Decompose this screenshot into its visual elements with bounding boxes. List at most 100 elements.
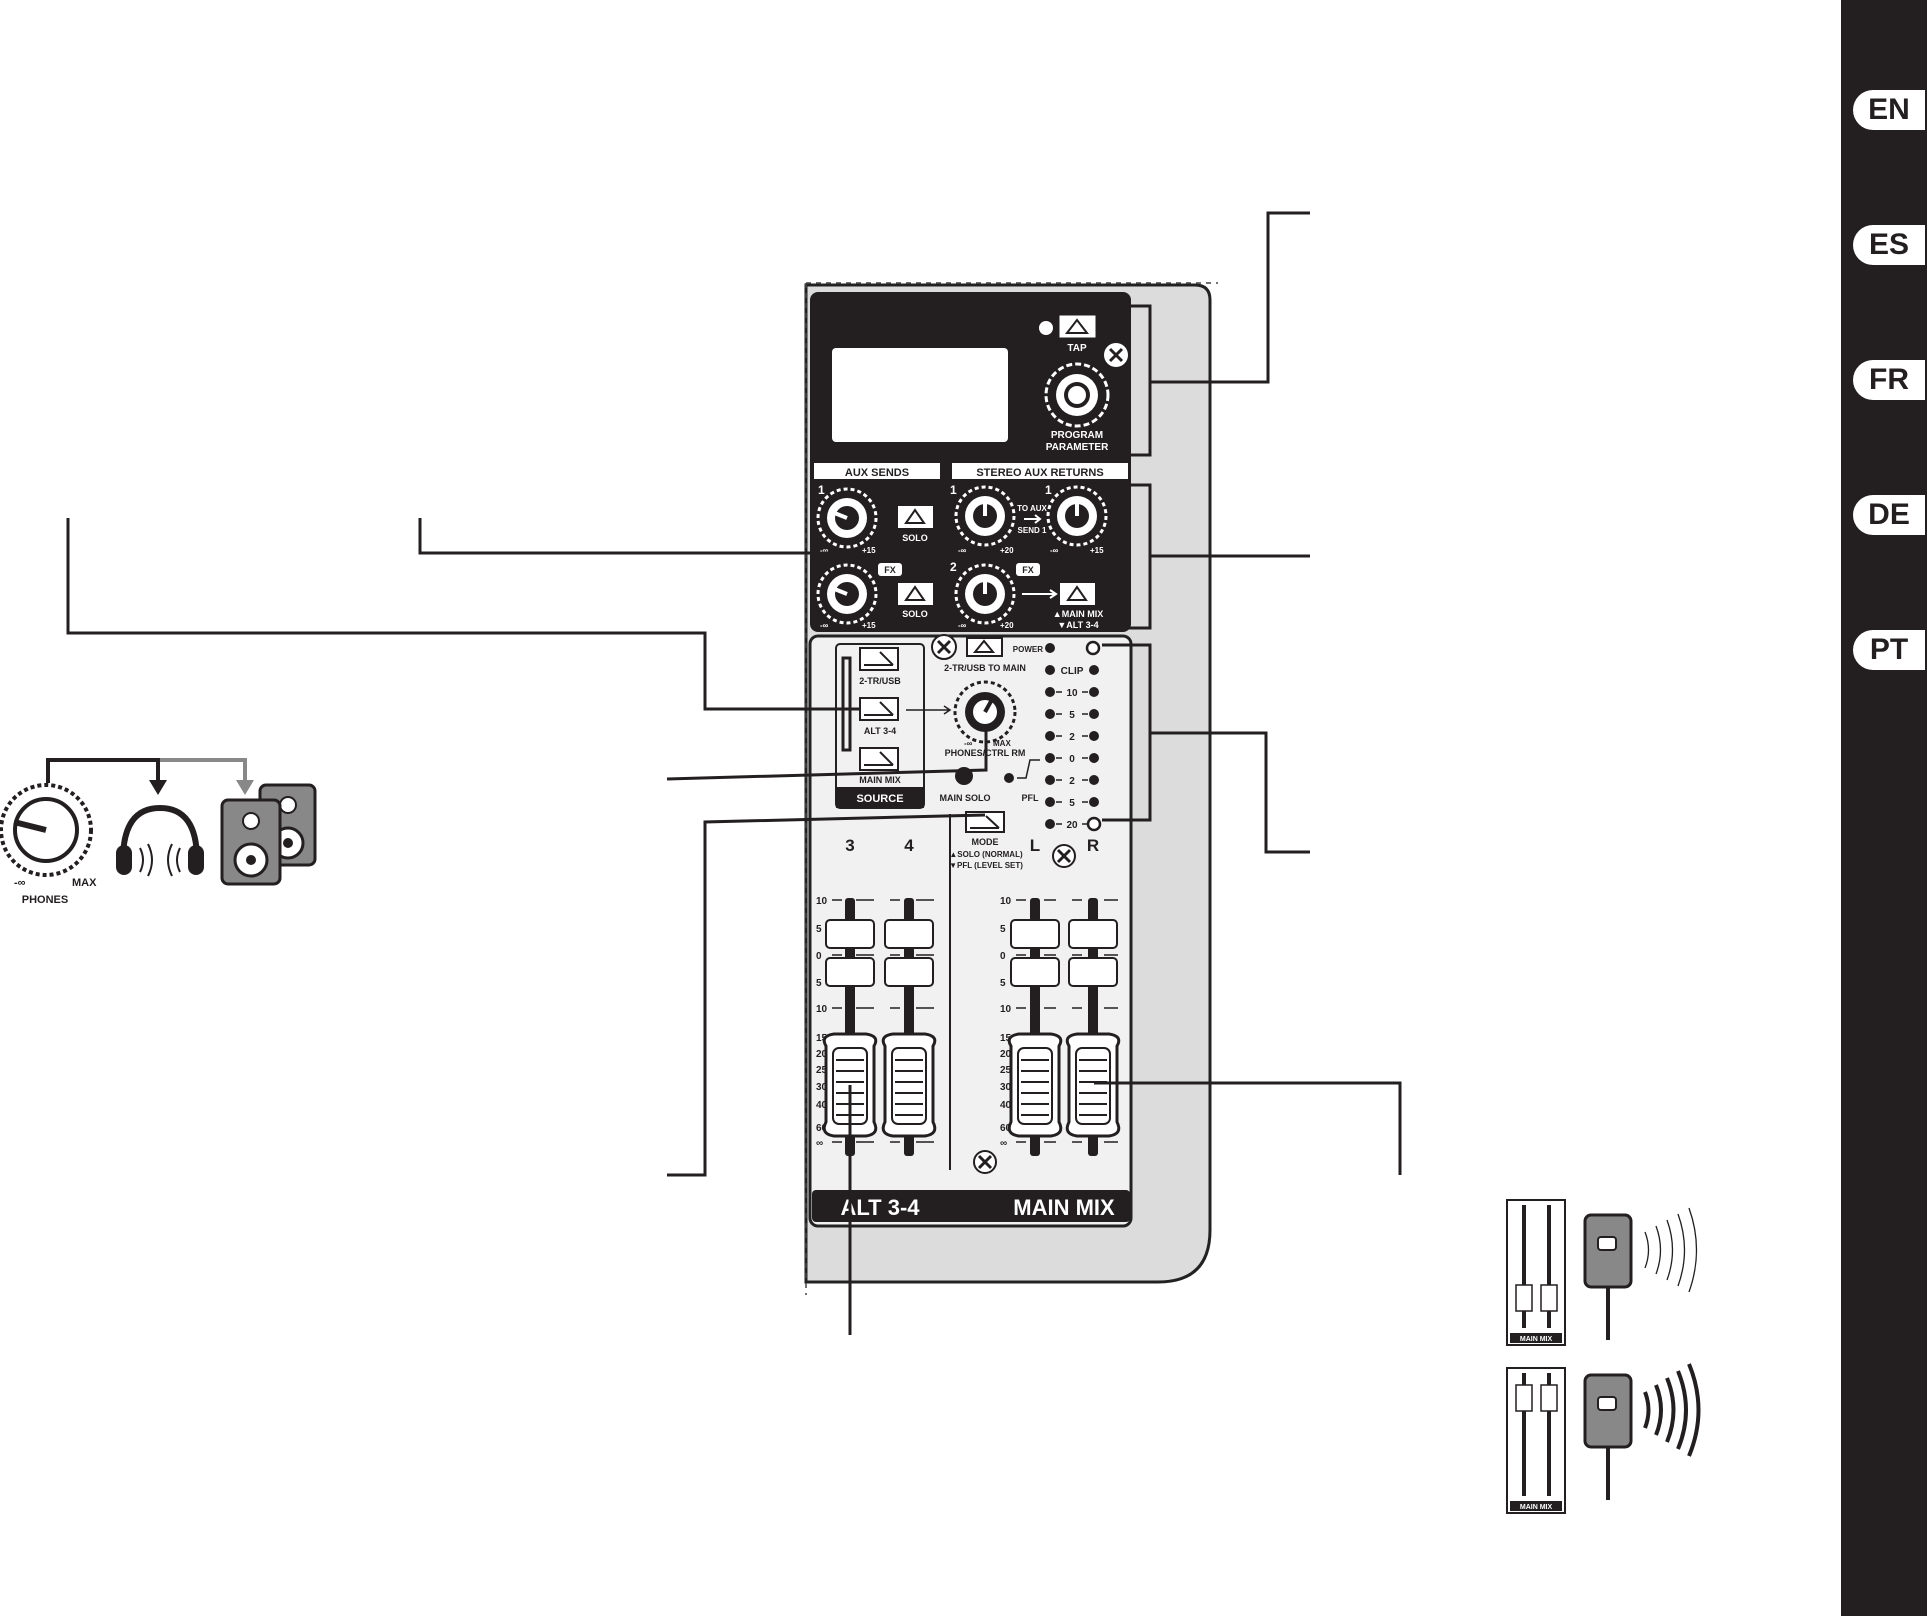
svg-text:MAIN MIX: MAIN MIX — [859, 775, 901, 785]
fader-scale-label: 10 — [1000, 1004, 1012, 1015]
svg-text:▼ALT 3-4: ▼ALT 3-4 — [1057, 620, 1098, 630]
meter-level-label: 5 — [1069, 798, 1075, 809]
svg-text:▲SOLO (NORMAL): ▲SOLO (NORMAL) — [949, 850, 1023, 859]
tap-label: TAP — [1067, 343, 1087, 354]
solo-mode-button[interactable] — [965, 811, 1005, 833]
svg-text:-∞: -∞ — [1050, 546, 1059, 555]
lang-tab-de[interactable]: DE — [1853, 495, 1925, 535]
svg-text:MAX: MAX — [993, 739, 1011, 748]
callout-aux-sends — [418, 518, 830, 555]
stereo-return-to-aux-knob[interactable] — [1046, 485, 1108, 547]
svg-text:+15: +15 — [1090, 546, 1104, 555]
solo-section: MAIN SOLO PFL MODE ▲SOLO (NORMAL) ▼PFL (… — [940, 759, 1040, 870]
fader-scale-label: 40 — [816, 1100, 828, 1111]
meter-level-label: 0 — [1069, 754, 1075, 765]
stereo-return-1-knob[interactable] — [954, 485, 1016, 547]
meter-level-label: 2 — [1069, 732, 1075, 743]
lang-tab-es[interactable]: ES — [1853, 225, 1925, 265]
meter-led-right — [1089, 709, 1099, 719]
svg-text:+15: +15 — [862, 546, 876, 555]
stereo-return-2-knob[interactable] — [954, 563, 1016, 625]
source-main-mix-button[interactable] — [859, 747, 899, 771]
fader-main-left[interactable] — [1007, 898, 1063, 1156]
svg-text:MAIN SOLO: MAIN SOLO — [940, 793, 991, 803]
fader-scale-label: 20 — [1000, 1049, 1012, 1060]
svg-text:-∞: -∞ — [958, 621, 967, 630]
phones-ctrl-rm-knob[interactable] — [953, 680, 1017, 744]
aux-send-1-knob[interactable] — [816, 487, 878, 549]
svg-text:▲MAIN MIX: ▲MAIN MIX — [1053, 609, 1103, 619]
fader-scale-label: 30 — [1000, 1082, 1012, 1093]
mini-strip-low: MAIN MIX — [1506, 1199, 1698, 1346]
fader-scale-label: ∞ — [816, 1138, 823, 1149]
pfl-led — [1004, 773, 1014, 783]
meter-led-left — [1045, 797, 1055, 807]
fader-scale-label: 15 — [1000, 1033, 1012, 1044]
svg-text:-∞: -∞ — [820, 546, 829, 555]
lang-tab-en[interactable]: EN — [1853, 90, 1925, 130]
svg-text:SOLO: SOLO — [902, 609, 928, 619]
fader-scale-label: 5 — [816, 924, 822, 935]
power-led — [1085, 640, 1101, 656]
fader-scale-label: 25 — [1000, 1065, 1012, 1076]
meter-led-right — [1089, 797, 1099, 807]
meter-led-right — [1089, 687, 1099, 697]
mini-strip-high: MAIN MIX — [1506, 1363, 1701, 1514]
aux-send-fx-knob[interactable] — [816, 563, 878, 625]
fader-main-right[interactable] — [1065, 898, 1121, 1156]
svg-text:MAIN MIX: MAIN MIX — [1520, 1504, 1553, 1511]
aux-sends-title: AUX SENDS — [845, 467, 909, 479]
svg-text:FX: FX — [1022, 565, 1034, 575]
svg-text:+20: +20 — [1000, 621, 1014, 630]
svg-text:2-TR/USB TO MAIN: 2-TR/USB TO MAIN — [944, 663, 1026, 673]
fader-scale-label: 10 — [816, 896, 828, 907]
svg-text:PHONES: PHONES — [22, 894, 68, 906]
meter-led-right — [1089, 731, 1099, 741]
phones-routing-illustration: -∞ MAX PHONES — [0, 758, 317, 906]
fader-scale-label: 5 — [816, 978, 822, 989]
callout-main-fader — [1094, 1081, 1402, 1175]
callout-meter — [1150, 731, 1310, 854]
fader-channel-4[interactable] — [881, 898, 937, 1156]
meter-level-label: 5 — [1069, 710, 1075, 721]
fader-scale-label: 0 — [816, 951, 822, 962]
svg-text:1: 1 — [950, 483, 957, 497]
lang-tab-fr[interactable]: FR — [1853, 360, 1925, 400]
lang-tab-pt[interactable]: PT — [1853, 630, 1925, 670]
svg-text:▼PFL (LEVEL SET): ▼PFL (LEVEL SET) — [949, 861, 1023, 870]
fader-scale-label: 20 — [816, 1049, 828, 1060]
source-2tr-usb-button[interactable] — [859, 647, 899, 671]
language-sidebar: EN ES FR DE PT — [1841, 0, 1927, 1616]
svg-text:-∞: -∞ — [964, 739, 973, 748]
svg-text:+15: +15 — [862, 621, 876, 630]
phones-knob-icon — [0, 783, 93, 877]
program-parameter-knob[interactable] — [1044, 362, 1110, 428]
svg-text:-∞: -∞ — [820, 621, 829, 630]
speaker-icon — [220, 783, 317, 886]
tap-led — [1039, 321, 1053, 335]
svg-text:TO AUX: TO AUX — [1017, 504, 1047, 513]
svg-text:3: 3 — [845, 836, 854, 855]
svg-text:MAIN MIX: MAIN MIX — [1520, 1336, 1553, 1343]
fader-scale-label: 10 — [816, 1004, 828, 1015]
svg-text:-∞: -∞ — [14, 877, 26, 889]
callout-fx — [1150, 211, 1310, 384]
meter-level-label: 20 — [1066, 820, 1078, 831]
fader-scale-label: 10 — [1000, 896, 1012, 907]
meter-led-left — [1045, 753, 1055, 763]
svg-text:4: 4 — [904, 836, 914, 855]
fader-scale-label: 5 — [1000, 978, 1006, 989]
fader-scale-label: 60 — [816, 1123, 828, 1134]
meter-led-right — [1086, 816, 1102, 832]
callout-mode — [667, 813, 986, 1177]
fader-scale-label: 5 — [1000, 924, 1006, 935]
svg-text:SEND 1: SEND 1 — [1018, 526, 1047, 535]
source-alt34-button[interactable] — [859, 697, 899, 721]
meter-led-left — [1045, 731, 1055, 741]
source-label: SOURCE — [856, 793, 903, 805]
svg-text:POWER: POWER — [1013, 645, 1043, 654]
stereo-return-fx-badge — [1016, 563, 1040, 576]
fader-scale-label: 0 — [1000, 951, 1006, 962]
